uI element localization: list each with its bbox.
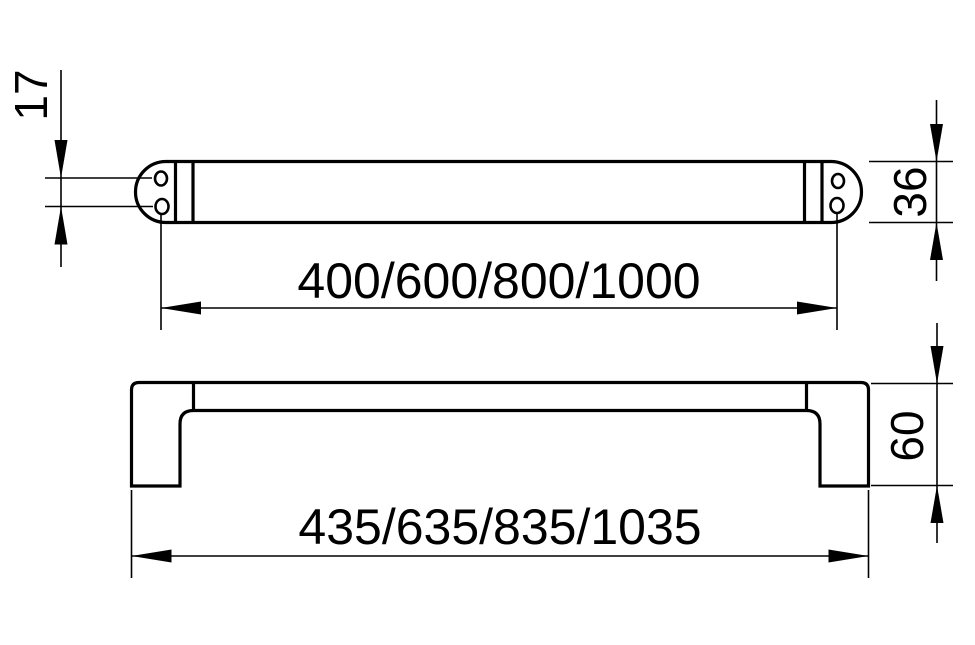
arrowhead-up [930, 222, 943, 260]
dim-label-hole-spacing: 17 [5, 69, 57, 121]
handle-outline [129, 380, 871, 488]
arrowhead-right [828, 549, 869, 563]
top-view [45, 70, 953, 330]
arrowhead-down [54, 140, 68, 178]
dimension-hole-spacing [45, 70, 153, 267]
arrowhead-up [930, 485, 944, 523]
dim-label-body-height: 60 [881, 410, 933, 462]
dim-label-body-width: 36 [884, 166, 936, 218]
arrowhead-down [930, 346, 944, 384]
dim-label-overall-lengths: 435/635/835/1035 [298, 499, 702, 555]
dimension-body-height [871, 323, 953, 543]
screw-hole [830, 172, 846, 190]
arrowhead-up [54, 206, 68, 245]
front-view [129, 323, 953, 578]
dimension-mounting-length [160, 213, 838, 330]
arrowhead-right [797, 301, 837, 315]
arrowhead-left [161, 301, 201, 315]
arrowhead-left [131, 549, 172, 563]
arrowhead-down [930, 124, 943, 162]
dimension-body-width [869, 100, 953, 281]
screw-hole [154, 197, 170, 216]
bar-outline [133, 159, 864, 225]
screw-hole [153, 170, 169, 187]
dim-label-mounting-lengths: 400/600/800/1000 [297, 253, 701, 309]
screw-hole [829, 196, 845, 215]
dimension-overall-length [130, 490, 870, 578]
